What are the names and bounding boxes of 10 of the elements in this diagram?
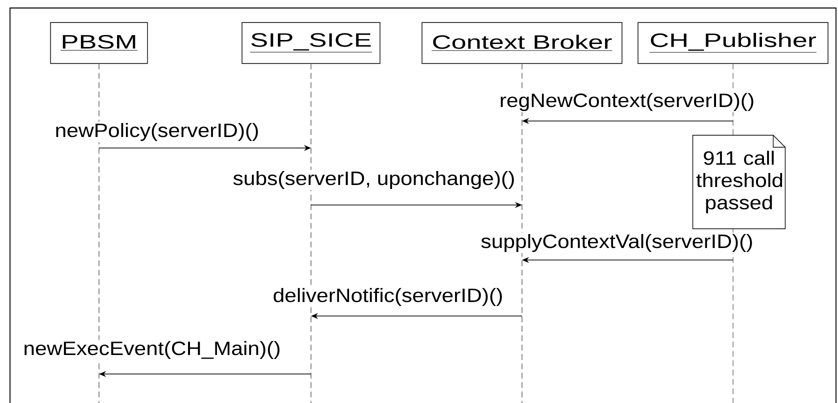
- message-label: supplyContextVal(serverID)(): [480, 232, 754, 254]
- message-label: deliverNotific(serverID)(): [272, 286, 504, 308]
- message-label: newExecEvent(CH_Main)(): [22, 340, 282, 360]
- message-label: regNewContext(serverID)(): [498, 92, 756, 112]
- lifeline-head-box: CH_Publisher: [638, 22, 828, 64]
- lifeline-head-box: PBSM: [50, 22, 148, 64]
- lifeline-head-box: Context Broker: [422, 22, 622, 64]
- message-label: newPolicy(serverID)(): [54, 122, 260, 142]
- lifeline-head-box: SIP_SICE: [242, 22, 380, 64]
- message-label: subs(serverID, uponchange)(): [232, 170, 516, 190]
